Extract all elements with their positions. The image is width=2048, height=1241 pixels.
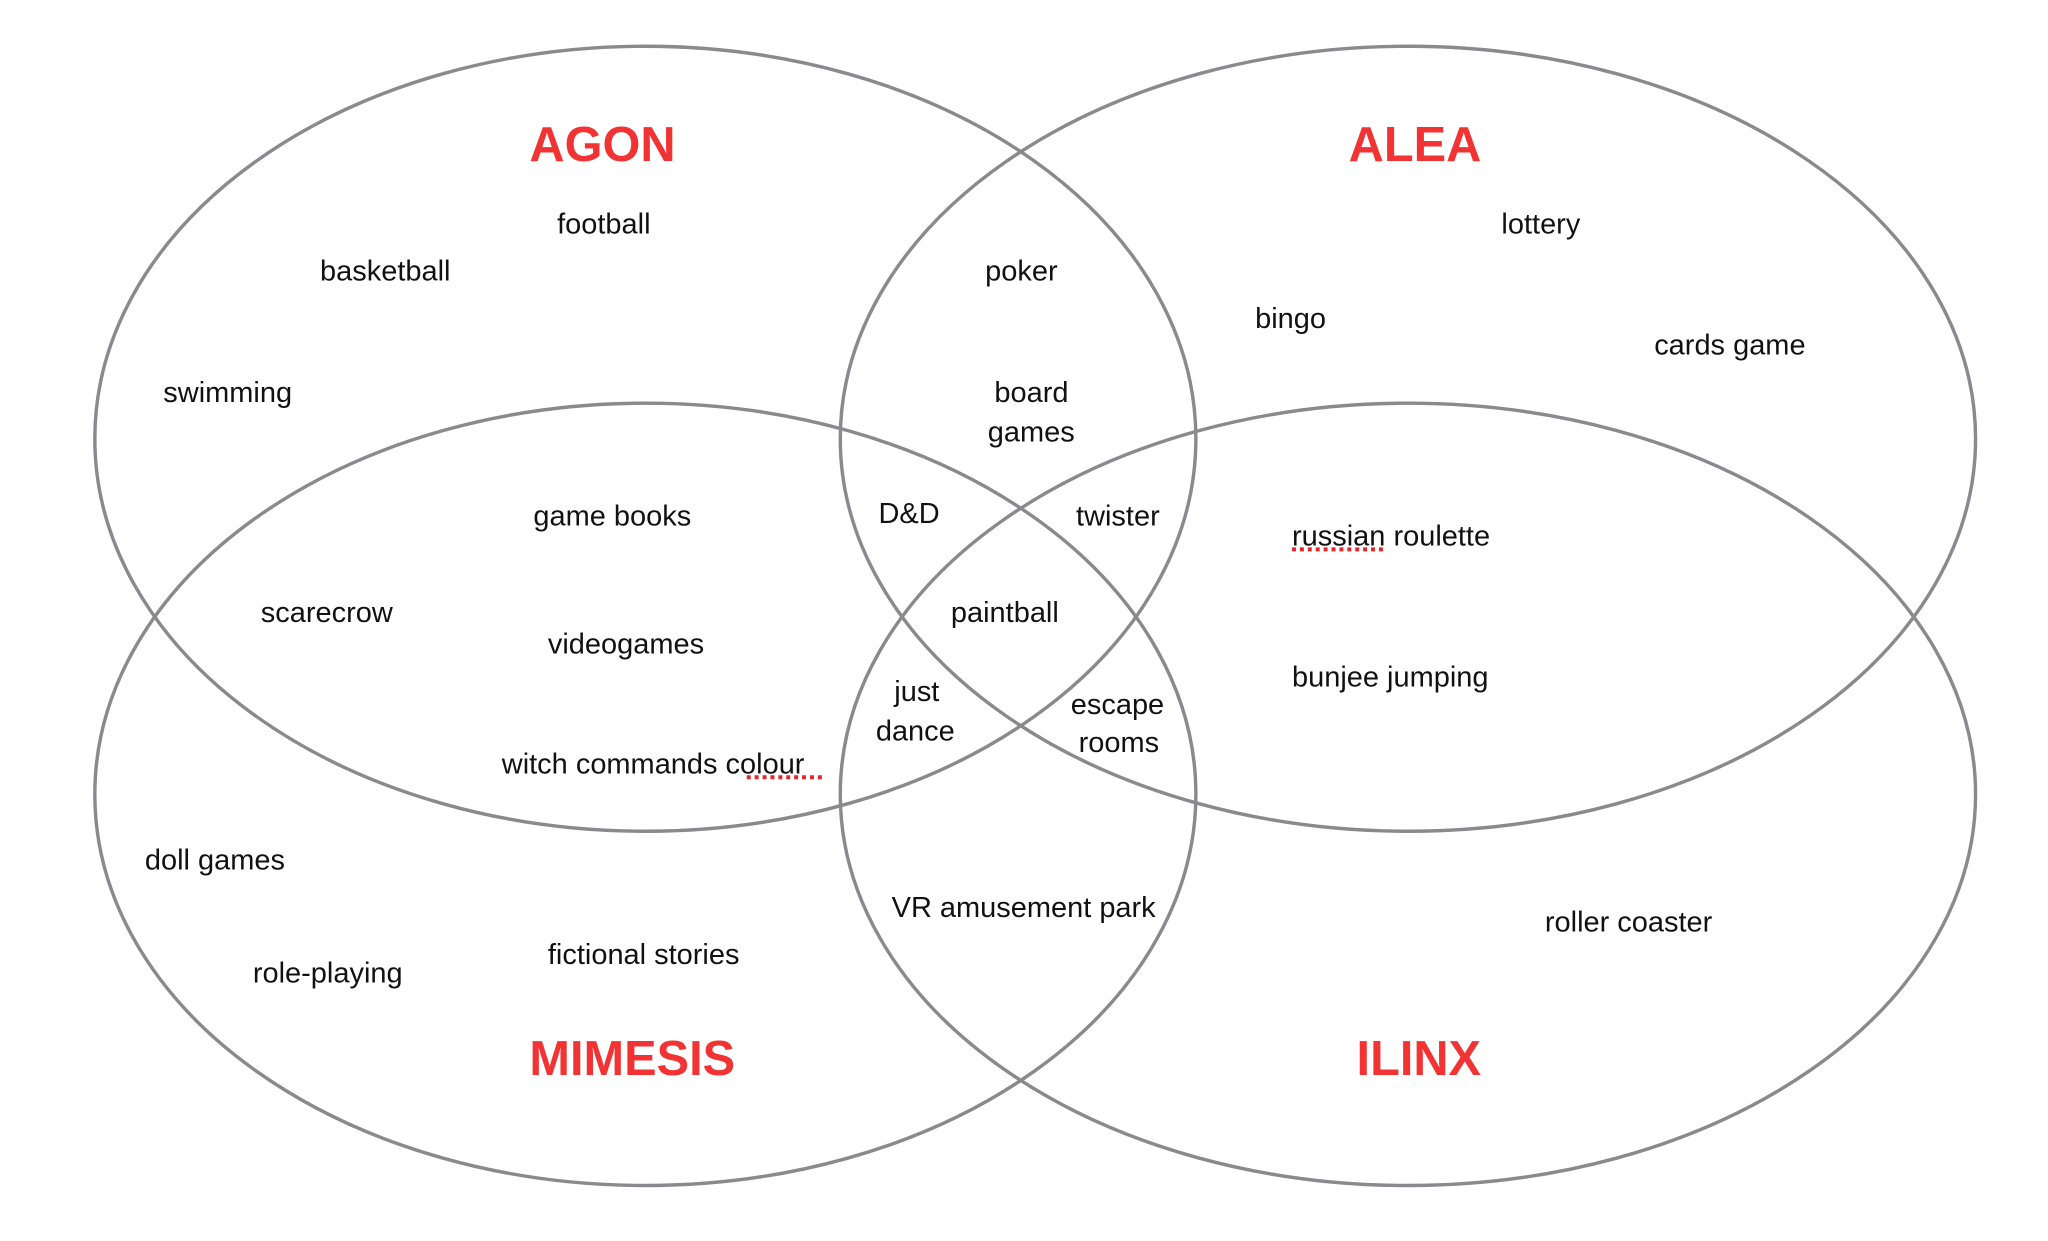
item-twister: twister [1076, 501, 1160, 533]
item-roller-coaster: roller coaster [1545, 906, 1713, 938]
item-dnd: D&D [878, 498, 939, 530]
item-escape-rooms-line1: escape [1071, 689, 1164, 721]
item-cards-game: cards game [1654, 329, 1805, 361]
item-board-games-line2: games [988, 416, 1075, 448]
item-just-dance-line1: just [893, 676, 939, 708]
item-witch-commands-colour: witch commands colour [501, 748, 805, 780]
item-role-playing: role-playing [253, 958, 403, 990]
title-agon: AGON [529, 118, 675, 172]
title-mimesis: MIMESIS [529, 1032, 735, 1086]
ilinx-ellipse [838, 401, 1978, 1188]
item-football: football [557, 208, 650, 240]
item-board-games-line1: board [994, 377, 1068, 409]
agon-ellipse [93, 44, 1198, 833]
item-basketball: basketball [320, 256, 450, 288]
mimesis-ellipse [93, 401, 1198, 1188]
item-game-books: game books [533, 501, 691, 533]
item-poker: poker [985, 256, 1058, 288]
item-bunjee-jumping: bunjee jumping [1292, 661, 1489, 693]
item-doll-games: doll games [145, 844, 285, 876]
item-just-dance-line2: dance [876, 715, 955, 747]
item-fictional-stories: fictional stories [548, 939, 740, 971]
item-escape-rooms-line2: rooms [1079, 727, 1160, 759]
item-lottery: lottery [1501, 208, 1580, 240]
title-alea: ALEA [1349, 118, 1482, 172]
item-bingo: bingo [1255, 303, 1326, 335]
item-swimming: swimming [163, 377, 292, 409]
item-russian-roulette: russian roulette [1292, 520, 1490, 552]
alea-ellipse [838, 44, 1978, 833]
item-paintball: paintball [951, 597, 1059, 629]
item-scarecrow: scarecrow [261, 597, 393, 629]
item-videogames: videogames [548, 628, 704, 660]
title-ilinx: ILINX [1357, 1032, 1482, 1086]
item-vr-amusement-park: VR amusement park [892, 892, 1157, 924]
